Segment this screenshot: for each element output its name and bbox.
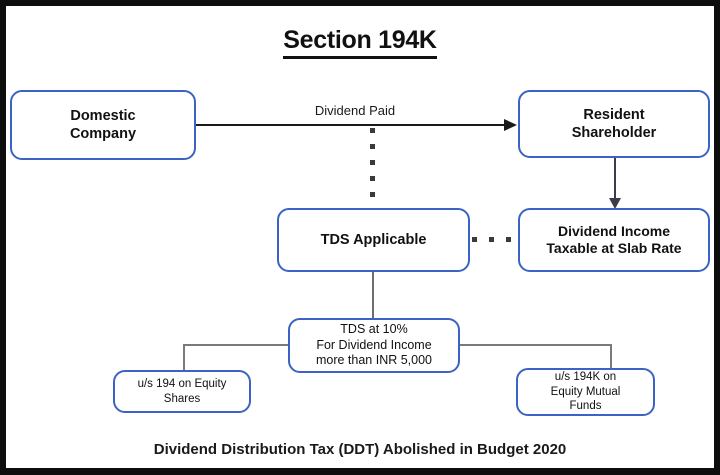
node-domestic-company-line-1: Domestic [70, 107, 136, 124]
edge-dividend-paid-label: Dividend Paid [314, 103, 396, 118]
node-tds-rate-line-2: For Dividend Income [316, 337, 432, 352]
frame-top-edge [0, 0, 720, 6]
node-us-194-equity-shares-label: u/s 194 on Equity Shares [138, 377, 227, 406]
node-tds-rate[interactable]: TDS at 10% For Dividend Income more than… [288, 318, 460, 373]
node-tds-applicable-label: TDS Applicable [321, 231, 427, 249]
edge-dotted-vertical [370, 128, 375, 208]
node-us-194k-equity-mutual-funds-label: u/s 194K on Equity Mutual Funds [551, 370, 621, 413]
node-dividend-income-line-2: Taxable at Slab Rate [546, 240, 682, 256]
edge-rate-to-us194-vertical [183, 344, 185, 371]
arrowhead-down-icon [609, 198, 621, 209]
node-domestic-company-line-2: Company [69, 126, 137, 142]
node-dividend-income-line-1: Dividend Income [557, 222, 670, 239]
node-us-194k-line-2: Equity Mutual [550, 385, 621, 398]
node-resident-shareholder[interactable]: Resident Shareholder [518, 90, 710, 158]
edge-rate-to-us194-horizontal [183, 344, 289, 346]
frame-right-edge [714, 0, 720, 475]
node-resident-shareholder-label: Resident Shareholder [572, 106, 657, 142]
node-us-194-line-1: u/s 194 on Equity [137, 378, 227, 391]
node-tds-rate-line-1: TDS at 10% [340, 322, 408, 337]
node-domestic-company-label: Domestic Company [70, 107, 136, 143]
node-dividend-income[interactable]: Dividend Income Taxable at Slab Rate [518, 208, 710, 272]
edge-rate-to-us194k-vertical [610, 344, 612, 369]
frame-bottom-edge [0, 468, 720, 475]
arrowhead-right-icon [504, 119, 517, 131]
diagram-title: Section 194K [0, 26, 720, 59]
edge-dividend-paid-line [196, 124, 506, 126]
node-dividend-income-label: Dividend Income Taxable at Slab Rate [546, 223, 681, 258]
node-us-194-equity-shares[interactable]: u/s 194 on Equity Shares [113, 370, 251, 413]
node-tds-applicable-line-1: TDS Applicable [320, 231, 427, 248]
edge-tds-to-rate-line [372, 272, 374, 318]
node-us-194-line-2: Shares [163, 392, 201, 405]
edge-rate-to-us194k-horizontal [459, 344, 612, 346]
diagram-caption: Dividend Distribution Tax (DDT) Abolishe… [153, 441, 567, 458]
node-tds-rate-label: TDS at 10% For Dividend Income more than… [316, 322, 432, 369]
node-us-194k-equity-mutual-funds[interactable]: u/s 194K on Equity Mutual Funds [516, 368, 655, 416]
node-tds-rate-line-3: more than INR 5,000 [315, 353, 433, 368]
edge-resident-to-income-line [614, 158, 616, 200]
frame-left-edge [0, 0, 6, 475]
node-resident-shareholder-line-1: Resident [583, 106, 645, 123]
node-domestic-company[interactable]: Domestic Company [10, 90, 196, 160]
node-us-194k-line-3: Funds [569, 400, 602, 413]
node-us-194k-line-1: u/s 194K on [554, 371, 617, 384]
edge-dotted-horizontal [472, 237, 518, 242]
node-resident-shareholder-line-2: Shareholder [571, 125, 657, 141]
node-tds-applicable[interactable]: TDS Applicable [277, 208, 470, 272]
diagram-title-text: Section 194K [283, 26, 437, 59]
